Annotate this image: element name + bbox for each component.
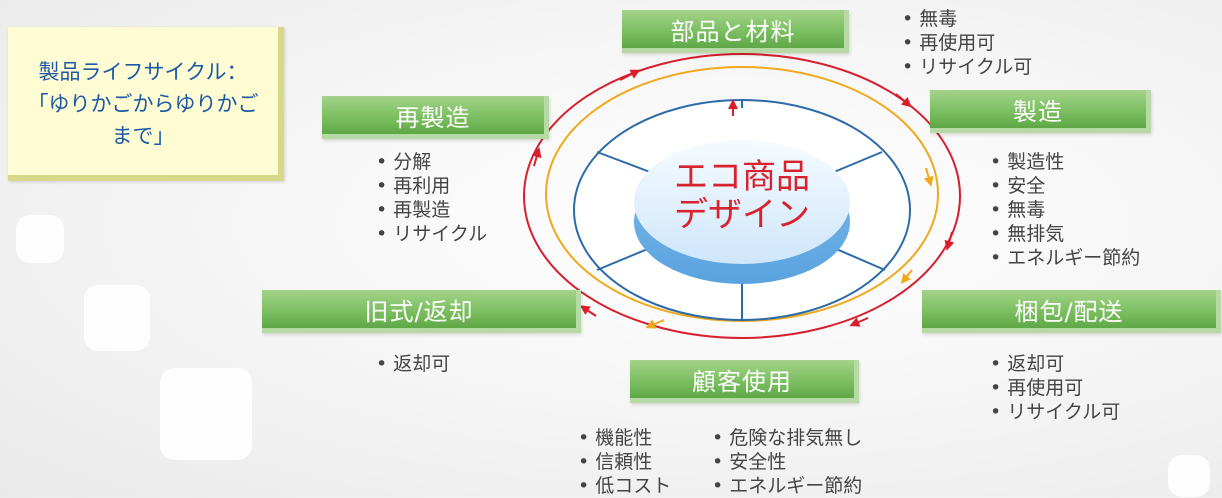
list-item: エネルギー節約	[990, 246, 1140, 270]
list-item: エネルギー節約	[712, 474, 862, 498]
manufacturing-bullets: 製造性 安全 無毒 無排気 エネルギー節約	[990, 150, 1140, 270]
cycle-arrow	[944, 231, 955, 251]
obsolete-bullets: 返却可	[376, 352, 450, 376]
list-item: 安全性	[712, 450, 862, 474]
cycle-arrow	[579, 305, 597, 317]
stage-label-customer: 顧客使用	[630, 360, 859, 403]
list-item: 再使用可	[902, 31, 1032, 55]
background-tile	[16, 215, 64, 263]
cycle-arrow	[900, 269, 913, 284]
list-item: リサイクル可	[990, 400, 1120, 424]
list-item: 低コスト	[578, 474, 671, 498]
center-disc-top	[634, 140, 850, 264]
spoke	[596, 247, 651, 271]
stage-label-packaging: 梱包/配送	[922, 290, 1221, 333]
background-tile	[160, 368, 252, 460]
list-item: 安全	[990, 174, 1140, 198]
stage-label-remanufacturing: 再製造	[322, 96, 549, 139]
list-item: 無毒	[990, 198, 1140, 222]
list-item: 無排気	[990, 222, 1140, 246]
customer-bullets-left: 機能性 信頼性 低コスト	[578, 426, 671, 498]
cycle-arrow	[645, 319, 665, 329]
outer-cycle-ring	[523, 53, 961, 339]
center-title-line2: デザイン	[674, 195, 810, 235]
spoke	[833, 151, 883, 173]
list-item: 返却可	[990, 352, 1120, 376]
list-item: 信頼性	[578, 450, 671, 474]
cycle-arrow	[849, 317, 869, 327]
list-item: 機能性	[578, 426, 671, 450]
list-item: 危険な排気無し	[712, 426, 862, 450]
background-tile	[1168, 455, 1210, 497]
list-item: 再使用可	[990, 376, 1120, 400]
list-item: 分解	[376, 150, 487, 174]
packaging-bullets: 返却可 再使用可 リサイクル可	[990, 352, 1120, 424]
stage-label-parts: 部品と材料	[622, 10, 849, 53]
cycle-arrow	[531, 147, 542, 167]
list-item: リサイクル可	[902, 55, 1032, 79]
center-title: エコ商品 デザイン	[640, 158, 844, 234]
list-item: 製造性	[990, 150, 1140, 174]
center-title-line1: エコ商品	[674, 157, 810, 197]
list-item: 再製造	[376, 198, 487, 222]
title-note-text: 製品ライフサイクル： 「ゆりかごからゆりかご まで」	[27, 60, 259, 148]
stage-label-manufacturing: 製造	[930, 90, 1151, 133]
list-item: リサイクル	[376, 222, 487, 246]
cycle-arrow	[619, 69, 641, 81]
stage-label-obsolete: 旧式/返却	[262, 290, 581, 333]
cycle-arrow	[895, 93, 912, 108]
customer-bullets-right: 危険な排気無し 安全性 エネルギー節約	[712, 426, 862, 498]
cycle-arrow	[923, 167, 934, 187]
spoke	[596, 151, 651, 173]
parts-bullets: 無毒 再使用可 リサイクル可	[902, 7, 1032, 79]
list-item: 返却可	[376, 352, 450, 376]
list-item: 再利用	[376, 174, 487, 198]
remanufacturing-bullets: 分解 再利用 再製造 リサイクル	[376, 150, 487, 246]
list-item: 無毒	[902, 7, 1032, 31]
title-note	[8, 27, 284, 181]
spoke	[833, 247, 886, 271]
background-tile	[84, 285, 150, 351]
